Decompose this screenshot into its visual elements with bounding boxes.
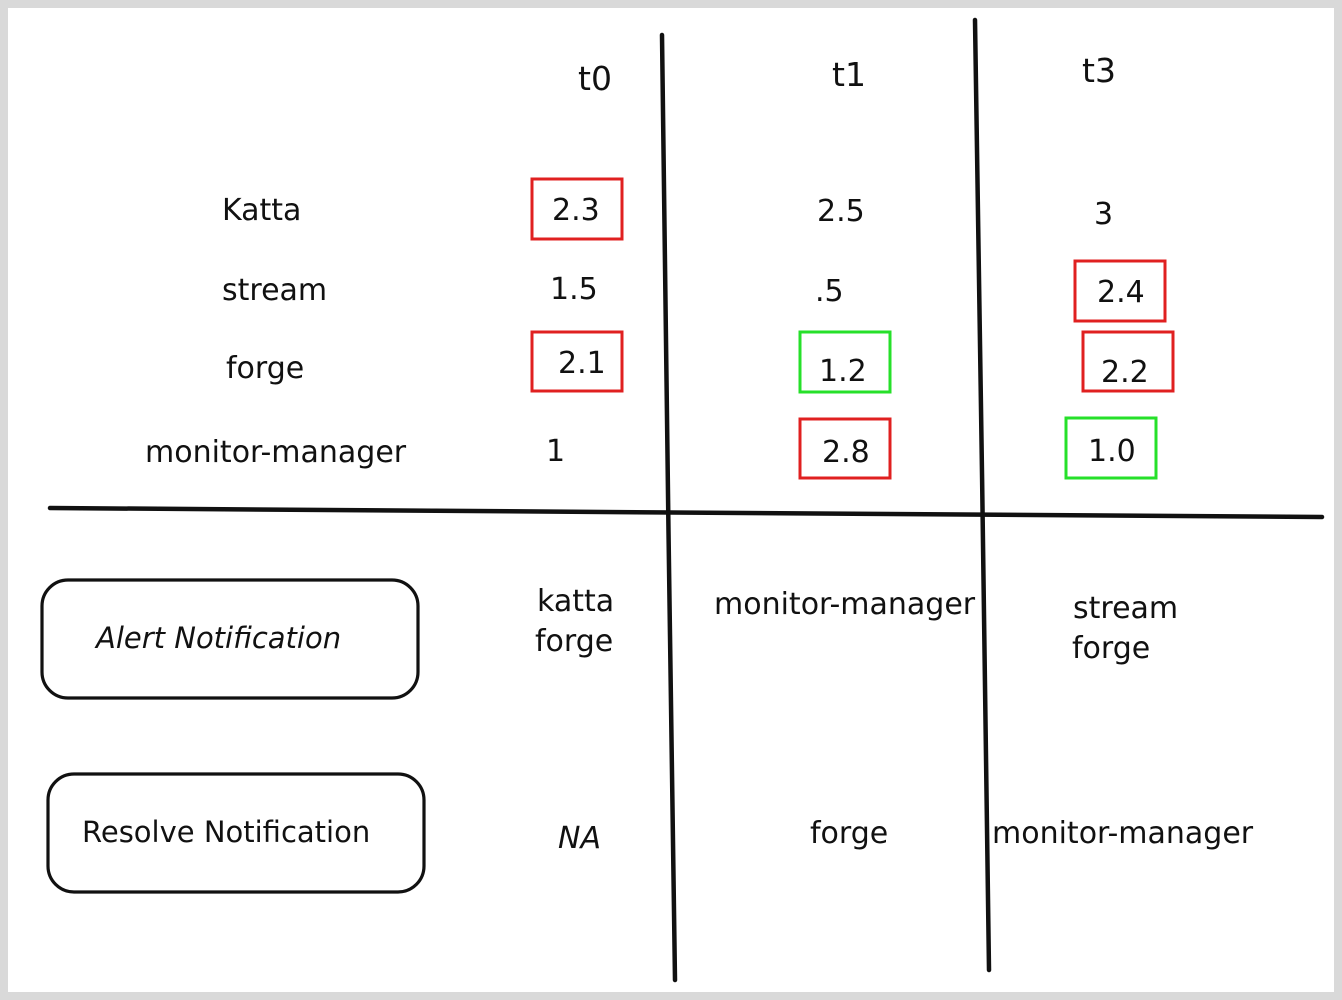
value-forge-t0: 2.1 [558, 346, 606, 381]
row-label-stream: stream [222, 273, 327, 308]
highlight-forge-t3 [1081, 330, 1175, 393]
alert-t1-item-1: monitor-manager [714, 587, 976, 622]
value-forge-t3: 2.2 [1101, 355, 1149, 390]
column-header-t1: t1 [832, 55, 866, 94]
divider-vertical-1 [659, 32, 678, 983]
highlight-monitor-manager-t3 [1064, 416, 1158, 480]
highlight-stream-t3 [1073, 259, 1167, 323]
value-stream-t3: 2.4 [1097, 275, 1145, 310]
alert-t0-item-1: katta [537, 584, 614, 619]
resolve-t3-value: monitor-manager [992, 816, 1254, 851]
row-label-forge: forge [226, 351, 304, 386]
value-katta-t1: 2.5 [817, 194, 865, 229]
alert-t3-item-2: forge [1072, 631, 1150, 666]
alert-notification-pill [40, 578, 420, 700]
value-monitor-manager-t0: 1 [546, 434, 565, 469]
value-stream-t0: 1.5 [550, 272, 598, 307]
column-header-t0: t0 [578, 59, 612, 98]
resolve-t0-value: NA [558, 821, 601, 856]
value-forge-t1: 1.2 [819, 354, 867, 389]
highlight-forge-t1 [798, 330, 892, 394]
column-header-t3: t3 [1082, 51, 1116, 90]
row-label-monitor-manager: monitor-manager [145, 435, 407, 470]
row-label-katta: Katta [222, 193, 301, 228]
highlight-monitor-manager-t1 [798, 417, 892, 480]
value-stream-t1: .5 [815, 274, 844, 309]
divider-horizontal [47, 505, 1325, 520]
value-katta-t3: 3 [1094, 197, 1113, 232]
alert-t0-item-2: forge [535, 624, 613, 659]
alert-t3-item-1: stream [1073, 591, 1178, 626]
value-monitor-manager-t1: 2.8 [822, 435, 870, 470]
resolve-notification-label: Resolve Notification [82, 815, 370, 849]
value-katta-t0: 2.3 [552, 193, 600, 228]
resolve-notification-pill [46, 772, 426, 894]
resolve-t1-value: forge [810, 816, 888, 851]
divider-vertical-2 [972, 17, 992, 973]
highlight-katta-t0 [530, 177, 624, 241]
highlight-forge-t0 [530, 330, 624, 393]
alert-notification-label: Alert Notification [94, 621, 341, 655]
value-monitor-manager-t3: 1.0 [1088, 434, 1136, 469]
